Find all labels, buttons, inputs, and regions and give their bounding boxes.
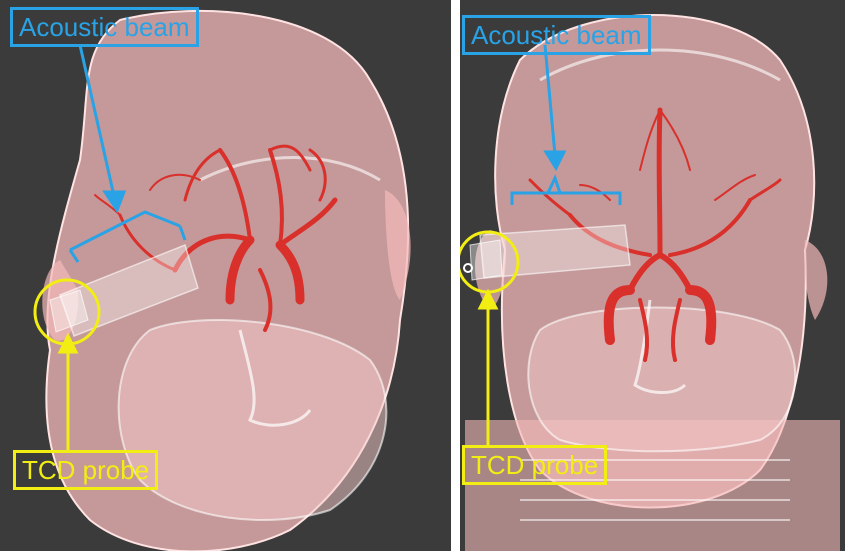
face-contour (528, 308, 795, 452)
right-panel: Acoustic beam TCD probe (460, 0, 845, 551)
tcd-probe-label-left: TCD probe (13, 450, 158, 490)
acoustic-beam-label-right: Acoustic beam (462, 15, 651, 55)
ear-right (804, 240, 827, 320)
panel-divider (451, 0, 460, 551)
acoustic-beam-label-left: Acoustic beam (10, 7, 199, 47)
tcd-probe-label-right: TCD probe (462, 445, 607, 485)
left-panel: Acoustic beam TCD probe (0, 0, 451, 551)
